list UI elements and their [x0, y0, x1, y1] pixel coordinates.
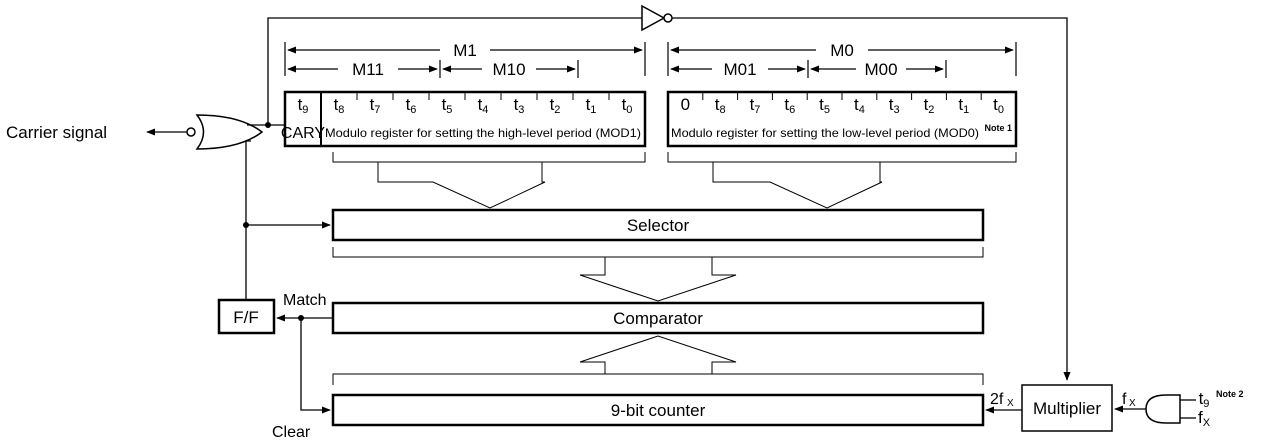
- register-low-bit: t2: [924, 95, 935, 116]
- register-high-bit: t9: [298, 95, 309, 116]
- selector-block: Selector: [331, 208, 985, 242]
- register-low-bit: 0: [681, 95, 690, 114]
- mod0-label: Modulo register for setting the low-leve…: [671, 126, 979, 140]
- dimension-labels: M1 M11 M10 M0 M01 M00: [352, 41, 897, 79]
- two-fx-label: 2f X: [990, 391, 1014, 409]
- two-fx-sub: X: [1007, 398, 1014, 409]
- two-fx-base: 2f: [990, 391, 1004, 408]
- register-low-bit: t4: [854, 95, 865, 116]
- ff-label: F/F: [233, 308, 259, 327]
- match-label: Match: [283, 292, 327, 309]
- or-gate: [186, 114, 264, 150]
- register-mod0: 0 t8 t7 t6 t5 t4 t3 t2 t1 t0 Modulo register for …: [666, 90, 1018, 148]
- register-low-bit: t5: [819, 95, 830, 116]
- register-high-bit: t7: [370, 95, 381, 116]
- multiplier-label: Multiplier: [1033, 399, 1101, 418]
- comparator-label: Comparator: [613, 309, 703, 328]
- m11-label: M11: [352, 60, 384, 79]
- and-input-label: fX: [1198, 408, 1211, 429]
- cary-label: CARY: [281, 125, 325, 142]
- register-high-bit: t5: [442, 95, 453, 116]
- register-low-bit: t6: [784, 95, 795, 116]
- and-gate-inputs: t9 Note 2 fX: [1198, 389, 1244, 429]
- mod1-label: Modulo register for setting the high-lev…: [325, 126, 641, 140]
- m01-label: M01: [723, 60, 756, 79]
- register-high-bit: t6: [406, 95, 417, 116]
- register-high-bit: t3: [514, 95, 525, 116]
- and-input-label: t9: [1199, 389, 1210, 410]
- fx-sub: X: [1129, 398, 1136, 409]
- selector-label: Selector: [627, 216, 690, 235]
- flipflop-block: F/F: [217, 298, 276, 335]
- carrier-signal-label: Carrier signal: [6, 123, 107, 142]
- register-high-bit: t8: [334, 95, 345, 116]
- multiplier-block: Multiplier: [1021, 384, 1113, 432]
- clear-label: Clear: [272, 424, 311, 441]
- inverter-gate: [641, 4, 673, 32]
- register-low-bit: t0: [993, 95, 1004, 116]
- m1-label: M1: [453, 41, 477, 60]
- junction-dots: [243, 122, 304, 321]
- counter-label: 9-bit counter: [611, 401, 706, 420]
- fx-label: f X: [1122, 391, 1136, 409]
- note1-label: Note 1: [984, 123, 1012, 133]
- comparator-block: Comparator: [331, 301, 985, 335]
- register-high-bit: t2: [550, 95, 561, 116]
- register-high-bit: t1: [586, 95, 597, 116]
- bus-selector-comparator: [332, 247, 984, 302]
- m00-label: M00: [864, 60, 897, 79]
- register-mod1: t9 t8 t7 t6 t5 t4 t3 t2 t1 t0 CARY Modulo registe…: [281, 90, 647, 148]
- bus-counter-comparator: [332, 335, 984, 385]
- dimension-lines: [284, 42, 1017, 78]
- register-high-bit: t0: [622, 95, 633, 116]
- and-gate: [1145, 394, 1181, 424]
- wires: [146, 17, 1196, 419]
- register-low-bit: t8: [715, 95, 726, 116]
- bus-funnels-top: [332, 152, 1017, 209]
- register-low-bit: t1: [958, 95, 969, 116]
- fx-base: f: [1122, 391, 1127, 408]
- m10-label: M10: [492, 60, 525, 79]
- note2-label: Note 2: [1216, 389, 1244, 399]
- m0-label: M0: [830, 41, 854, 60]
- counter-block: 9-bit counter: [331, 393, 985, 427]
- register-low-bit: t7: [750, 95, 761, 116]
- register-high-bit: t4: [478, 95, 489, 116]
- register-low-bit: t3: [889, 95, 900, 116]
